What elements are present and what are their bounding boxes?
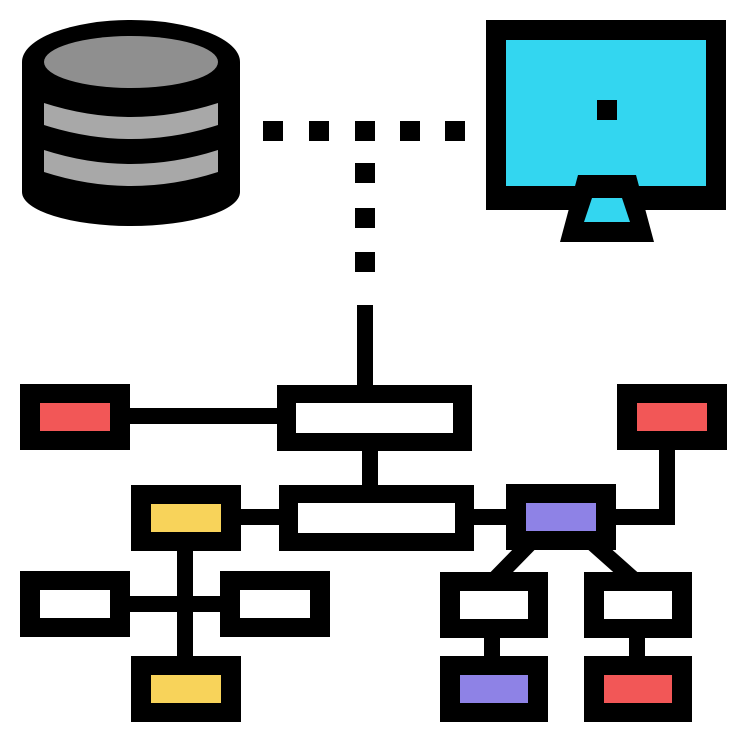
network-node-tree-purple	[440, 656, 548, 722]
network-node-root	[277, 385, 472, 451]
network-node-tree-white-right	[584, 572, 692, 638]
tree-connectors	[126, 305, 675, 664]
monitor-icon	[486, 20, 726, 242]
dotted-connector	[263, 121, 465, 272]
network-node-yellow-top	[131, 485, 241, 551]
network-node-tree-red	[584, 656, 692, 722]
network-node-right-red	[617, 384, 727, 450]
network-node-hub	[279, 485, 474, 551]
network-node-purple-hub	[506, 484, 616, 550]
network-hierarchy-icon	[20, 305, 727, 722]
network-node-left-red	[20, 384, 130, 450]
network-node-left-white	[20, 571, 130, 637]
database-icon	[22, 20, 240, 226]
network-node-yellow-bottom	[131, 656, 241, 722]
network-node-center-white	[220, 571, 330, 637]
network-node-tree-white-left	[440, 572, 548, 638]
